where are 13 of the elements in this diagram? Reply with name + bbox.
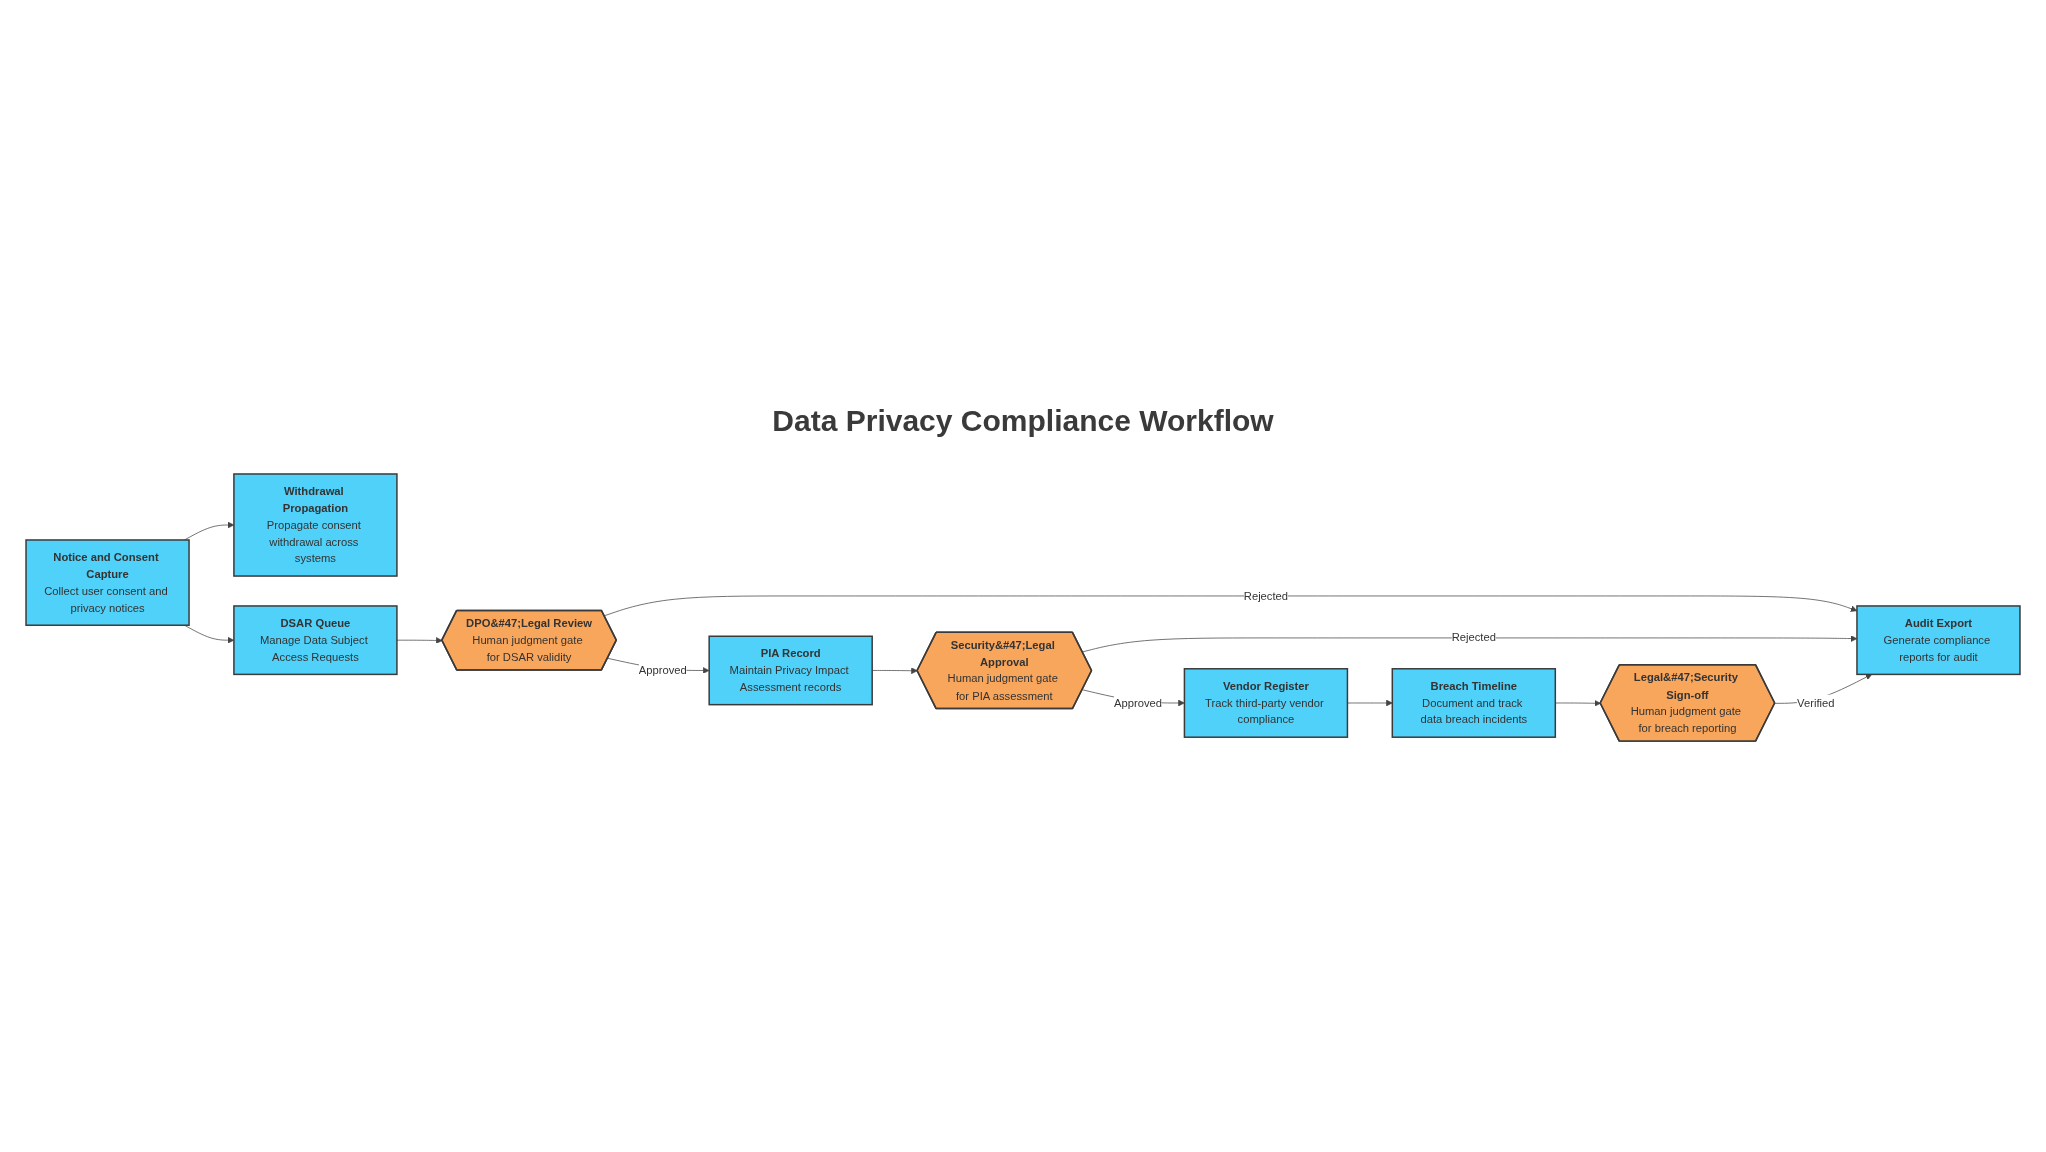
- node-box: Audit Export Generate compliance reports for audit: [1856, 605, 2021, 676]
- edge-label: Rejected: [1451, 631, 1496, 645]
- node-box: Notice and Consent Capture Collect user consent and privacy notices: [25, 539, 190, 627]
- edge-label: Rejected: [1243, 589, 1289, 603]
- edge-label: Verified: [1797, 696, 1835, 710]
- node-box: Withdrawal Propagation Propagate consent withdrawal across systems: [233, 473, 398, 578]
- diagram-title: Data Privacy Compliance Workflow: [772, 404, 1274, 439]
- edge-label: Approved: [1113, 696, 1162, 710]
- edge-label: Approved: [638, 663, 687, 677]
- node-box: PIA Record Maintain Privacy Impact Assessment records: [708, 635, 873, 706]
- node-box: DSAR Queue Manage Data Subject Access Requests: [233, 605, 398, 676]
- node-box: Breach Timeline Document and track data breach incidents: [1391, 668, 1557, 739]
- node-box: Vendor Register Track third-party vendor compliance: [1183, 668, 1349, 739]
